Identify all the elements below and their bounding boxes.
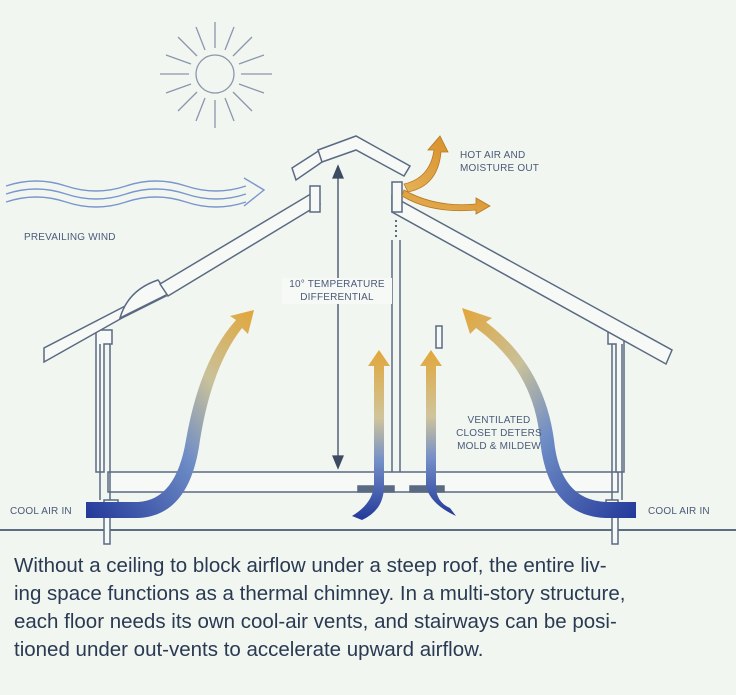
house-structure [0,135,736,545]
ventilated-closet-label: VENTILATED CLOSET DETERS MOLD & MILDEW [456,415,542,452]
cool-air-in-right-label: COOL AIR IN [648,506,710,517]
prevailing-wind-label: PREVAILING WIND [24,232,116,243]
hot-air-label: HOT AIR AND MOISTURE OUT [460,150,540,174]
temperature-differential-label: 10° TEMPERATURE DIFFERENTIAL [282,278,392,304]
right-airflow-arrow [462,308,636,518]
cool-air-in-left-label: COOL AIR IN [10,506,72,517]
hot-air-arrows [401,135,491,215]
caption-line: tioned under out-vents to accelerate upw… [14,638,484,661]
left-airflow-arrow [86,310,254,518]
caption-line: Without a ceiling to block airflow under… [14,554,607,577]
temperature-arrow [332,164,344,470]
wind-waves [5,177,266,208]
caption-line: each floor needs its own cool-air vents,… [14,610,617,633]
caption-line: ing space functions as a thermal chimney… [14,582,626,605]
sun-icon [160,22,272,128]
central-airflow-arrows [352,350,456,520]
diagram-caption: Without a ceiling to block airflow under… [14,552,720,664]
